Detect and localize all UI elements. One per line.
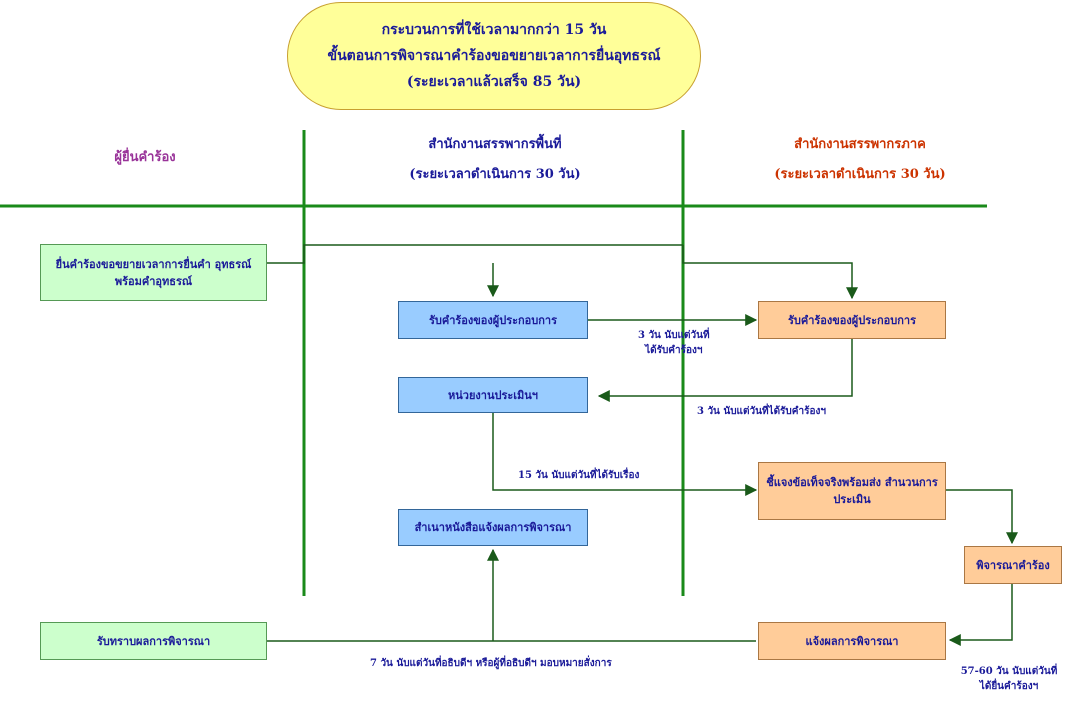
column-applicant: ผู้ยื่นคำร้อง bbox=[60, 143, 230, 173]
node-region-notify: แจ้งผลการพิจารณา bbox=[758, 622, 946, 660]
node-region-consider: พิจารณาคำร้อง bbox=[964, 546, 1062, 584]
note-notify-to-ack: 7 วัน นับแต่วันที่อธิบดีฯ หรือผู้ที่อธิบ… bbox=[370, 656, 612, 671]
note-3-label: 15 วัน นับแต่วันที่ได้รับเรื่อง bbox=[518, 470, 640, 481]
node-region-receive: รับคำร้องของผู้ประกอบการ bbox=[758, 301, 946, 339]
note-1-line-2: ได้รับคำร้องฯ bbox=[645, 345, 703, 356]
conn-assess-to-clarify bbox=[492, 413, 758, 496]
conn-region-to-assess bbox=[597, 338, 853, 402]
column-region-label: สำนักงานสรรพากรภาค bbox=[794, 137, 926, 152]
note-5-line-2: ได้ยื่นคำร้องฯ bbox=[979, 681, 1039, 692]
column-area-office: สำนักงานสรรพากรพื้นที่ (ระยะเวลาดำเนินกา… bbox=[350, 130, 640, 190]
conn-consider-to-notify bbox=[948, 584, 1013, 646]
node-area-copy: สำเนาหนังสือแจ้งผลการพิจารณา bbox=[398, 509, 588, 546]
title-line-1: กระบวนการที่ใช้เวลามากกว่า 15 วัน bbox=[381, 22, 607, 38]
note-5-line-1: 57-60 วัน นับแต่วันที่ bbox=[960, 666, 1058, 677]
node-area-receive: รับคำร้องของผู้ประกอบการ bbox=[398, 301, 588, 339]
node-region-notify-label: แจ้งผลการพิจารณา bbox=[805, 634, 899, 648]
title-line-3: (ระยะเวลาแล้วเสร็จ 85 วัน) bbox=[406, 74, 582, 90]
node-area-receive-label: รับคำร้องของผู้ประกอบการ bbox=[428, 313, 558, 327]
node-submit-label: ยื่นคำร้องขอขยายเวลาการยื่นคำ อุทธรณ์ พร… bbox=[55, 257, 252, 288]
node-region-clarify: ชี้แจงข้อเท็จจริงพร้อมส่ง สำนวนการประเมิ… bbox=[758, 462, 946, 520]
node-region-receive-label: รับคำร้องของผู้ประกอบการ bbox=[787, 313, 917, 327]
column-area-duration: (ระยะเวลาดำเนินการ 30 วัน) bbox=[409, 167, 581, 182]
node-area-copy-label: สำเนาหนังสือแจ้งผลการพิจารณา bbox=[414, 521, 572, 534]
note-assess-to-clarify: 15 วัน นับแต่วันที่ได้รับเรื่อง bbox=[518, 468, 639, 483]
conn-to-region-receive bbox=[682, 245, 858, 300]
process-title: กระบวนการที่ใช้เวลามากกว่า 15 วัน ขั้นตอ… bbox=[287, 2, 701, 110]
note-2-label: 3 วัน นับแต่วันที่ได้รับคำร้องฯ bbox=[697, 406, 826, 417]
note-1-line-1: 3 วัน นับแต่วันที่ bbox=[638, 330, 710, 341]
column-region-office: สำนักงานสรรพากรภาค (ระยะเวลาดำเนินการ 30… bbox=[720, 130, 1000, 190]
column-area-label: สำนักงานสรรพากรพื้นที่ bbox=[428, 137, 562, 152]
column-applicant-label: ผู้ยื่นคำร้อง bbox=[114, 150, 176, 165]
node-region-consider-label: พิจารณาคำร้อง bbox=[976, 558, 1050, 572]
note-4-label: 7 วัน นับแต่วันที่อธิบดีฯ หรือผู้ที่อธิบ… bbox=[370, 658, 612, 669]
note-area-to-region: 3 วัน นับแต่วันที่ ได้รับคำร้องฯ bbox=[638, 328, 710, 358]
note-total-duration: 57-60 วัน นับแต่วันที่ ได้ยื่นคำร้องฯ bbox=[955, 664, 1063, 694]
note-region-to-assess: 3 วัน นับแต่วันที่ได้รับคำร้องฯ bbox=[697, 404, 826, 419]
column-region-duration: (ระยะเวลาดำเนินการ 30 วัน) bbox=[774, 167, 946, 182]
conn-clarify-to-consider bbox=[946, 489, 1018, 545]
node-acknowledge-label: รับทราบผลการพิจารณา bbox=[96, 634, 211, 648]
conn-submit bbox=[267, 244, 683, 264]
title-line-2: ขั้นตอนการพิจารณาคำร้องขอขยายเวลาการยื่น… bbox=[327, 48, 661, 64]
node-submit: ยื่นคำร้องขอขยายเวลาการยื่นคำ อุทธรณ์ พร… bbox=[40, 244, 267, 301]
node-area-assess-label: หน่วยงานประเมินฯ bbox=[448, 388, 538, 402]
node-acknowledge: รับทราบผลการพิจารณา bbox=[40, 622, 267, 660]
node-area-assess: หน่วยงานประเมินฯ bbox=[398, 377, 588, 413]
node-region-clarify-label: ชี้แจงข้อเท็จจริงพร้อมส่ง สำนวนการประเมิ… bbox=[766, 476, 938, 506]
